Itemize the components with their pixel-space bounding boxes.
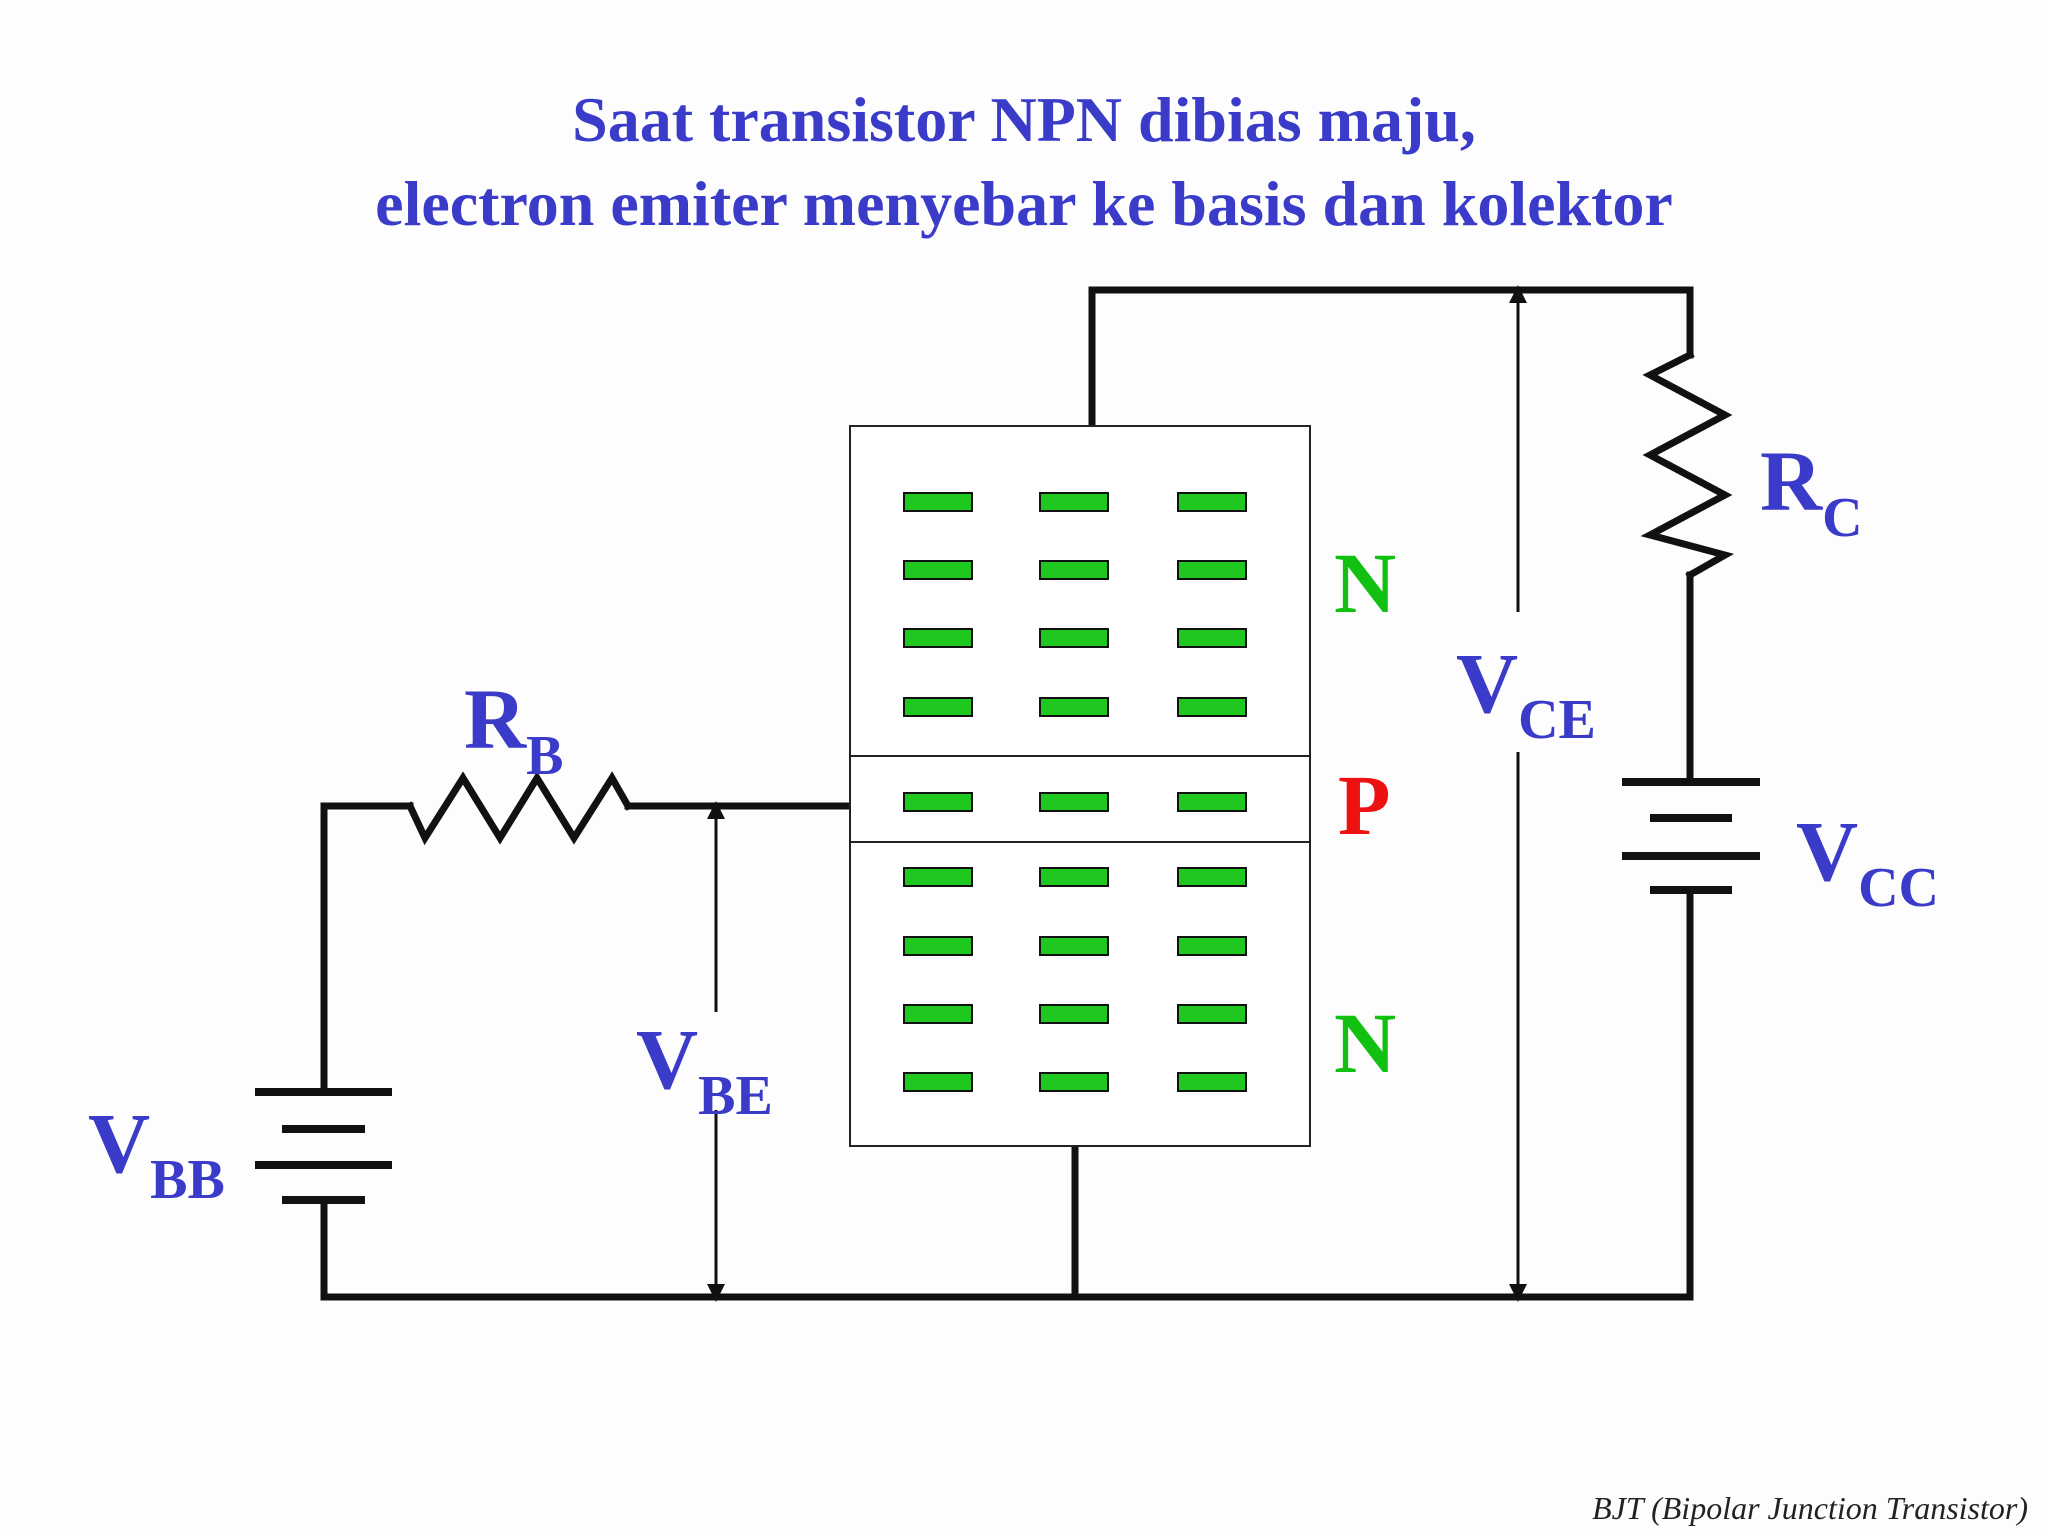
electron-0-2 bbox=[1177, 492, 1247, 512]
electron-8-0 bbox=[903, 1072, 973, 1092]
transistor-block bbox=[849, 425, 1311, 1147]
electron-0-1 bbox=[1039, 492, 1109, 512]
region-base-label: P bbox=[1338, 757, 1391, 853]
wire-vbb-top bbox=[320, 802, 414, 1096]
rc-label: RC bbox=[1760, 433, 1863, 549]
footer-caption: BJT (Bipolar Junction Transistor) bbox=[1592, 1490, 2028, 1526]
rb-label: RB bbox=[464, 671, 564, 787]
electron-7-1 bbox=[1039, 1004, 1109, 1024]
electron-1-1 bbox=[1039, 560, 1109, 580]
vce-label: VCE bbox=[1456, 635, 1596, 751]
electron-1-0 bbox=[903, 560, 973, 580]
electron-2-0 bbox=[903, 628, 973, 648]
electron-grid bbox=[903, 492, 1247, 1092]
title-line-2: electron emiter menyebar ke basis dan ko… bbox=[375, 168, 1673, 239]
region-collector-label: N bbox=[1334, 535, 1397, 631]
resistor-rc bbox=[1640, 350, 1735, 580]
electron-3-2 bbox=[1177, 697, 1247, 717]
electron-4-2 bbox=[1177, 792, 1247, 812]
electron-4-1 bbox=[1039, 792, 1109, 812]
electron-3-1 bbox=[1039, 697, 1109, 717]
electron-8-2 bbox=[1177, 1072, 1247, 1092]
electron-7-2 bbox=[1177, 1004, 1247, 1024]
vcc-label: VCC bbox=[1796, 803, 1939, 919]
region-emitter-label: N bbox=[1334, 995, 1397, 1091]
electron-7-0 bbox=[903, 1004, 973, 1024]
battery-vbb bbox=[255, 1088, 392, 1204]
electron-3-0 bbox=[903, 697, 973, 717]
battery-vcc bbox=[1622, 778, 1760, 894]
electron-2-1 bbox=[1039, 628, 1109, 648]
wire-collector bbox=[1088, 286, 1694, 430]
electron-6-1 bbox=[1039, 936, 1109, 956]
electron-0-0 bbox=[903, 492, 973, 512]
electron-6-2 bbox=[1177, 936, 1247, 956]
electron-8-1 bbox=[1039, 1072, 1109, 1092]
vbb-label: VBB bbox=[88, 1095, 225, 1211]
electron-2-2 bbox=[1177, 628, 1247, 648]
resistor-rb bbox=[405, 771, 633, 846]
title-line-1: Saat transistor NPN dibias maju, bbox=[572, 84, 1476, 155]
electron-4-0 bbox=[903, 792, 973, 812]
electron-5-2 bbox=[1177, 867, 1247, 887]
electron-5-0 bbox=[903, 867, 973, 887]
vbe-label: VBE bbox=[636, 1011, 773, 1127]
electron-6-0 bbox=[903, 936, 973, 956]
electron-5-1 bbox=[1039, 867, 1109, 887]
electron-1-2 bbox=[1177, 560, 1247, 580]
